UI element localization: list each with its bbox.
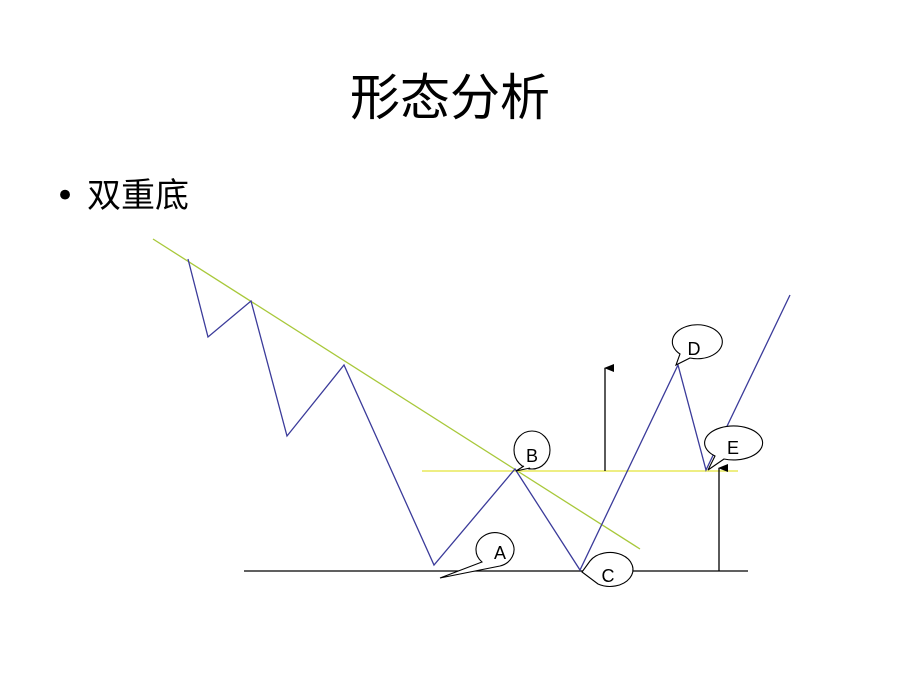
callout-c: C: [581, 551, 634, 588]
label-a: A: [494, 543, 506, 563]
callout-a: A: [439, 532, 515, 579]
label-b: B: [526, 446, 538, 466]
label-d: D: [688, 339, 701, 359]
callout-b: B: [513, 430, 551, 472]
bullet-item: • 双重底: [55, 168, 189, 217]
label-c: C: [602, 566, 615, 586]
price-path: [187, 258, 791, 572]
bullet-marker: •: [55, 176, 76, 216]
bullet-text: 双重底: [87, 176, 189, 216]
downtrend-line: [152, 238, 641, 550]
slide-title: 形态分析: [350, 69, 550, 127]
callout-e: E: [704, 425, 764, 471]
callout-d: D: [671, 324, 723, 367]
label-e: E: [727, 438, 739, 458]
